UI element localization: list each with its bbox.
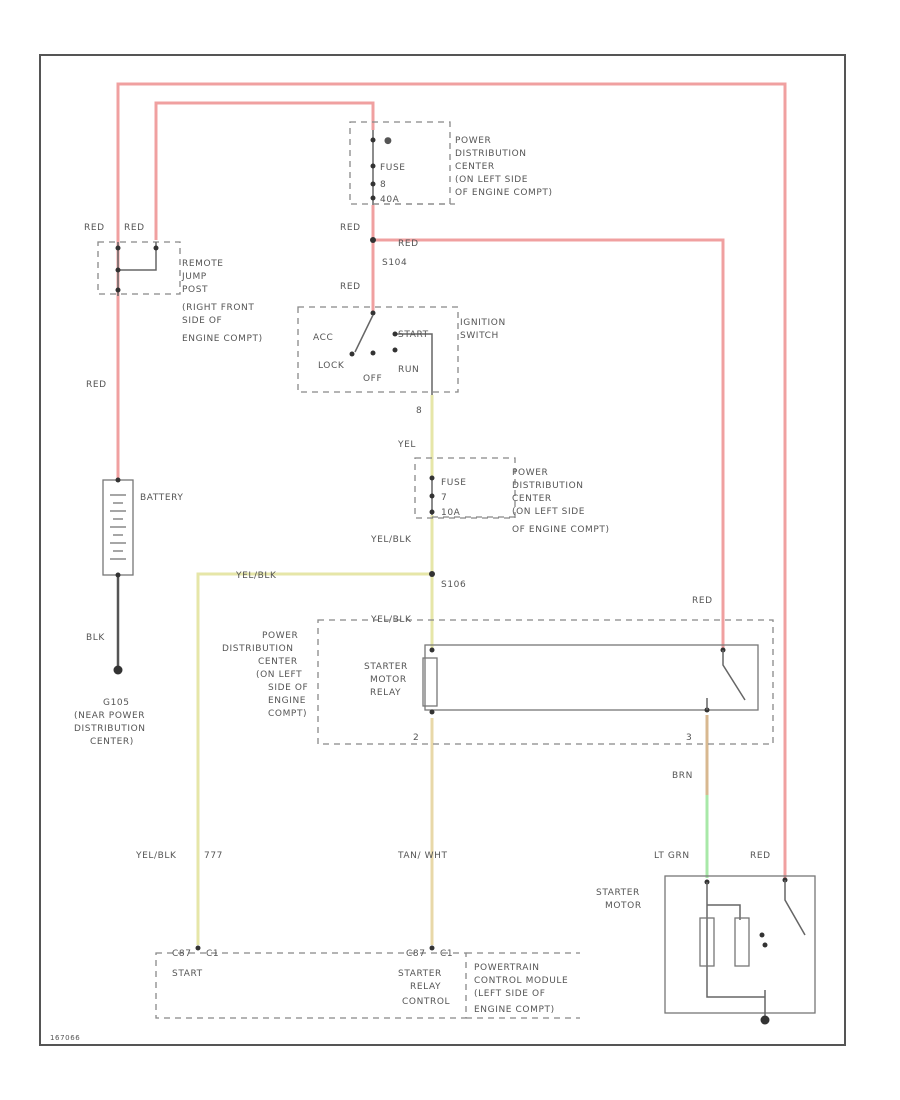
diagram-id: 167066 xyxy=(50,1034,80,1042)
wire-label-red-left-a: RED xyxy=(84,223,105,233)
jump-post-desc-0: REMOTE xyxy=(182,259,224,269)
svg-text:●: ● xyxy=(384,136,392,146)
ground-g105: G105 (NEAR POWER DISTRIBUTION CENTER) xyxy=(74,698,146,747)
jump-post-desc-4: SIDE OF xyxy=(182,316,222,326)
ignition-run: RUN xyxy=(398,365,419,375)
wire-label-yel-blk-2: YEL/BLK xyxy=(235,571,277,581)
ignition-switch: ACC START LOCK OFF RUN IGNITION SWITCH xyxy=(297,306,506,395)
fuse-block-mid: FUSE 7 10A POWER DISTRIBUTION CENTER (ON… xyxy=(414,457,610,535)
wire-label-red-branch: RED xyxy=(398,239,419,249)
starter-motor-1: MOTOR xyxy=(605,901,642,911)
wire-label-red-top: RED xyxy=(340,223,361,233)
wire-label-blk: BLK xyxy=(86,633,105,643)
wire-label-brn: BRN xyxy=(672,771,693,781)
relay-pdc-6: COMPT) xyxy=(268,709,307,719)
jump-post-desc-1: JUMP xyxy=(181,272,207,282)
ground-label-2: DISTRIBUTION xyxy=(74,724,146,734)
splice-s104 xyxy=(370,237,376,243)
pcm-desc-1: CONTROL MODULE xyxy=(474,976,568,986)
wire-label-red-left-mid: RED xyxy=(86,380,107,390)
ignition-lock: LOCK xyxy=(318,361,345,371)
pcm-start: START xyxy=(172,969,203,979)
fuse-mid-number: 7 xyxy=(441,493,447,503)
remote-jump-post: REMOTE JUMP POST (RIGHT FRONT SIDE OF EN… xyxy=(97,241,263,344)
wire-label-s106: S106 xyxy=(441,580,466,590)
fuse-top-label: FUSE xyxy=(380,163,406,173)
wire-label-red-motor: RED xyxy=(750,851,771,861)
pcm-pin-a1: C87 xyxy=(172,949,192,959)
fuse-block-top: ● FUSE 8 40A POWER DISTRIBUTION CENTER (… xyxy=(349,121,553,205)
pcm-pin-b2: C1 xyxy=(440,949,453,959)
pcm-desc-3: ENGINE COMPT) xyxy=(474,1005,555,1015)
ground-label-1: (NEAR POWER xyxy=(74,711,145,721)
relay-pdc-3: (ON LEFT xyxy=(256,670,302,680)
fuse-mid-desc-0: POWER xyxy=(512,468,548,478)
battery: BATTERY xyxy=(102,477,184,675)
ignition-title-0: IGNITION xyxy=(460,318,506,328)
wire-label-yel-blk-3: YEL/BLK xyxy=(370,615,412,625)
pcm-pin-a2: C1 xyxy=(206,949,219,959)
fuse-top-number: 8 xyxy=(380,180,386,190)
signal-wires xyxy=(116,395,709,945)
fuse-top-desc-0: POWER xyxy=(455,136,491,146)
wire-label-pin-3: 3 xyxy=(686,733,692,743)
relay-name-2: RELAY xyxy=(370,688,401,698)
diagram-frame xyxy=(39,54,846,1046)
ignition-acc: ACC xyxy=(313,333,333,343)
starter-motor-0: STARTER xyxy=(596,888,640,898)
wire-label-yel-blk-4: YEL/BLK xyxy=(135,851,177,861)
powertrain-control-module: C87 C1 C87 C1 START STARTER RELAY CONTRO… xyxy=(155,945,580,1019)
wire-label-tan-wht: TAN/ WHT xyxy=(397,851,448,861)
fuse-top-rating: 40A xyxy=(380,195,400,205)
wire-label-pin-2: 2 xyxy=(413,733,419,743)
wire-label-yel-blk-1: YEL/BLK xyxy=(370,535,412,545)
fuse-top-desc-1: DISTRIBUTION xyxy=(455,149,527,159)
ground-label-0: G105 xyxy=(103,698,130,708)
relay-pdc-1: DISTRIBUTION xyxy=(222,644,294,654)
relay-name-0: STARTER xyxy=(364,662,408,672)
relay-pdc-4: SIDE OF xyxy=(268,683,308,693)
fuse-mid-desc-1: DISTRIBUTION xyxy=(512,481,584,491)
pcm-desc-2: (LEFT SIDE OF xyxy=(474,989,546,999)
wire-label-yel: YEL xyxy=(397,440,416,450)
starter-motor: STARTER MOTOR xyxy=(596,875,816,1025)
splice-s106 xyxy=(429,571,435,577)
ground-label-3: CENTER) xyxy=(90,737,134,747)
wire-label-red-ign: RED xyxy=(340,282,361,292)
fuse-mid-desc-2: CENTER xyxy=(512,494,552,504)
pcm-relay-control-0: STARTER xyxy=(398,969,442,979)
wire-labels: RED RED RED RED S104 RED RED 8 YEL YEL/B… xyxy=(84,223,771,861)
wire-label-777: 777 xyxy=(204,851,223,861)
pcm-desc-0: POWERTRAIN xyxy=(474,963,540,973)
jump-post-desc-3: (RIGHT FRONT xyxy=(182,303,254,313)
wire-label-red-left-b: RED xyxy=(124,223,145,233)
ignition-start: START xyxy=(398,330,429,340)
relay-name-1: MOTOR xyxy=(370,675,407,685)
ignition-title-1: SWITCH xyxy=(460,331,499,341)
pcm-relay-control-2: CONTROL xyxy=(402,997,450,1007)
ignition-off: OFF xyxy=(363,374,382,384)
wire-label-red-relay: RED xyxy=(692,596,713,606)
battery-label: BATTERY xyxy=(140,493,184,503)
fuse-top-desc-3: (ON LEFT SIDE xyxy=(455,175,528,185)
fuse-top-desc-4: OF ENGINE COMPT) xyxy=(455,188,553,198)
pcm-relay-control-1: RELAY xyxy=(410,982,441,992)
wire-label-pin-8: 8 xyxy=(416,406,422,416)
relay-pdc-2: CENTER xyxy=(258,657,298,667)
jump-post-desc-5: ENGINE COMPT) xyxy=(182,334,263,344)
pcm-pin-b1: C87 xyxy=(406,949,426,959)
starter-motor-relay: POWER DISTRIBUTION CENTER (ON LEFT SIDE … xyxy=(222,619,774,745)
fuse-mid-desc-3: (ON LEFT SIDE xyxy=(512,507,585,517)
fuse-mid-desc-4: OF ENGINE COMPT) xyxy=(512,525,610,535)
wire-label-s104: S104 xyxy=(382,258,407,268)
fuse-top-desc-2: CENTER xyxy=(455,162,495,172)
fuse-mid-rating: 10A xyxy=(441,508,461,518)
relay-pdc-5: ENGINE xyxy=(268,696,306,706)
relay-pdc-0: POWER xyxy=(262,631,298,641)
wire-label-lt-grn: LT GRN xyxy=(654,851,690,861)
jump-post-desc-2: POST xyxy=(182,285,208,295)
fuse-mid-label: FUSE xyxy=(441,478,467,488)
